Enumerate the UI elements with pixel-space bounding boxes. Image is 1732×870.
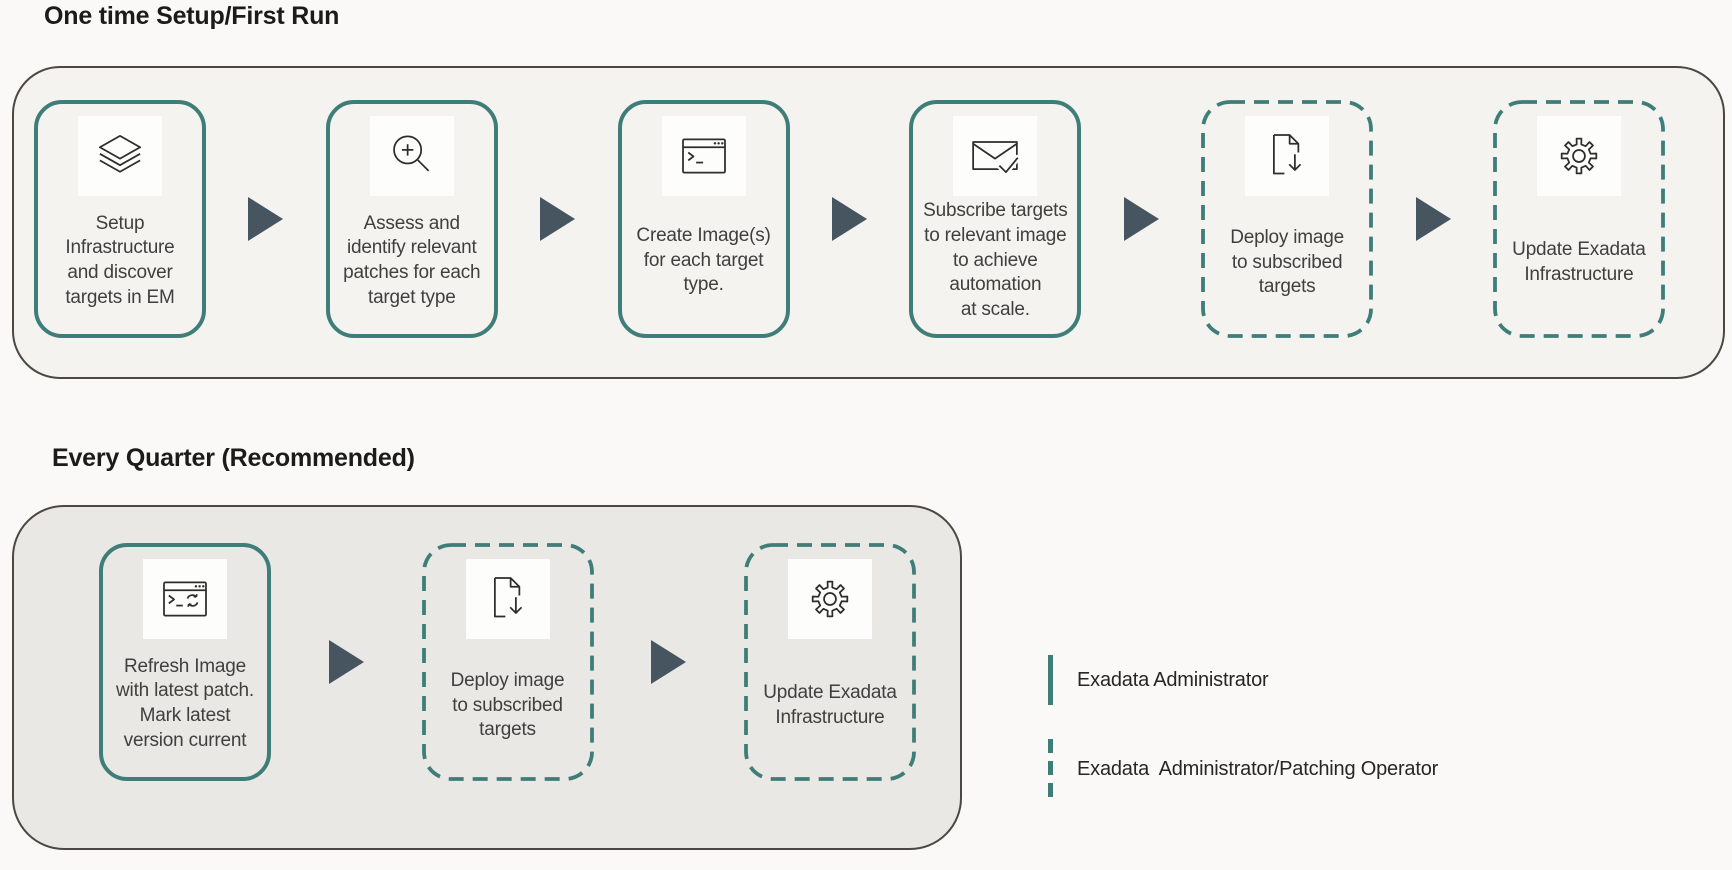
step-label: Deploy image to subscribed targets [450, 669, 565, 741]
step-box-create-images: Create Image(s) for each target type. [617, 100, 790, 338]
legend-item-patching-operator: Exadata Administrator/Patching Operator [1048, 739, 1438, 799]
terminal-refresh-icon [143, 559, 227, 639]
arrow-right-icon [1415, 197, 1451, 241]
step-label: Setup Infrastructure and discover target… [65, 212, 175, 308]
step-box-deploy-image: Deploy image to subscribed targets [421, 543, 594, 781]
legend-label: Exadata Administrator [1077, 668, 1269, 691]
gear-icon [788, 559, 872, 639]
envelope-check-icon [953, 116, 1038, 196]
step-box-deploy-image: Deploy image to subscribed targets [1201, 100, 1374, 338]
step-label: Assess and identify relevant patches for… [343, 212, 481, 308]
legend-label: Exadata Administrator/Patching Operator [1077, 757, 1439, 780]
section-title-every-quarter: Every Quarter (Recommended) [52, 444, 415, 472]
flow-container-one-time-setup: Setup Infrastructure and discover target… [12, 66, 1725, 379]
step-label: Subscribe targets to relevant image to a… [923, 200, 1068, 321]
step-box-update-exadata: Update Exadata Infrastructure [1493, 100, 1665, 338]
step-label: Update Exadata Infrastructure [1512, 239, 1646, 285]
layers-icon [78, 116, 162, 196]
arrow-right-icon [651, 640, 687, 684]
search-plus-icon [369, 116, 454, 196]
arrow-right-icon [540, 197, 576, 241]
arrow-right-icon [831, 197, 867, 241]
file-download-icon [1245, 116, 1330, 196]
terminal-icon [661, 116, 746, 196]
step-box-update-exadata: Update Exadata Infrastructure [744, 543, 916, 781]
step-label: Refresh Image with latest patch. Mark la… [116, 655, 254, 751]
step-box-setup-infrastructure: Setup Infrastructure and discover target… [34, 100, 206, 338]
section-title-one-time-setup: One time Setup/First Run [44, 2, 340, 30]
solid-line-swatch [1048, 655, 1053, 705]
step-label: Deploy image to subscribed targets [1230, 226, 1345, 298]
step-box-refresh-image: Refresh Image with latest patch. Mark la… [99, 543, 271, 781]
step-label: Create Image(s) for each target type. [636, 224, 771, 296]
legend: Exadata Administrator Exadata Administra… [1048, 655, 1438, 833]
arrow-right-icon [248, 197, 284, 241]
step-label: Update Exadata Infrastructure [763, 682, 897, 728]
arrow-right-icon [1123, 197, 1159, 241]
dashed-line-swatch [1048, 739, 1053, 799]
step-box-subscribe-targets: Subscribe targets to relevant image to a… [909, 100, 1082, 338]
legend-item-exadata-administrator: Exadata Administrator [1048, 655, 1438, 705]
file-download-icon [465, 559, 550, 639]
gear-icon [1536, 116, 1621, 196]
arrow-right-icon [328, 640, 364, 684]
flow-container-every-quarter: Refresh Image with latest patch. Mark la… [12, 505, 962, 850]
step-box-assess-patches: Assess and identify relevant patches for… [325, 100, 498, 338]
